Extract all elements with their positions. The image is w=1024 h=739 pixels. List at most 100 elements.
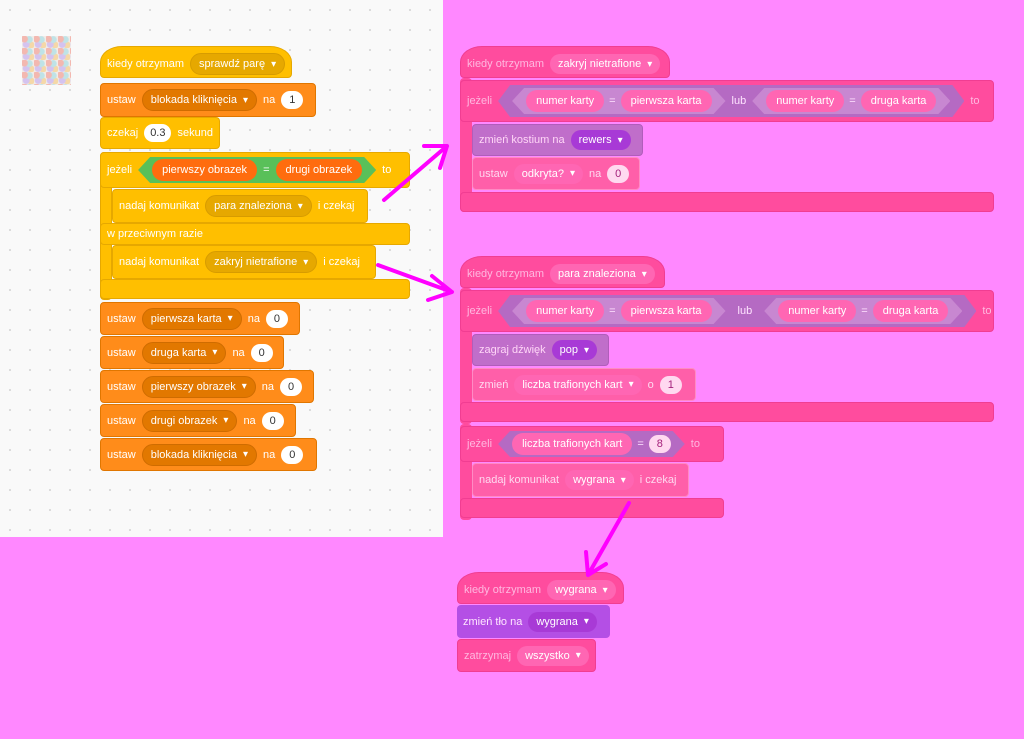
value-input[interactable]: 0 bbox=[265, 309, 288, 328]
equals-sign: = bbox=[861, 305, 868, 317]
operand-right[interactable]: drugi obrazek bbox=[276, 159, 363, 181]
set-variable-block[interactable]: ustaw druga karta na 0 bbox=[100, 336, 284, 369]
equals-operator[interactable]: numer karty = druga karta bbox=[752, 88, 950, 114]
variable-dropdown[interactable]: pierwszy obrazek bbox=[141, 375, 256, 398]
operand-right[interactable]: pierwsza karta bbox=[621, 90, 712, 112]
operand-right[interactable]: 8 bbox=[649, 435, 671, 453]
if-block[interactable]: jeżeli liczba trafionych kart = 8 to bbox=[460, 426, 724, 462]
broadcast-label: nadaj komunikat bbox=[119, 200, 200, 212]
set-variable-block[interactable]: ustaw drugi obrazek na 0 bbox=[100, 404, 296, 437]
then-label: to bbox=[690, 438, 700, 450]
to-label: na bbox=[263, 448, 276, 461]
equals-operator[interactable]: numer karty = pierwsza karta bbox=[512, 88, 725, 114]
variable-dropdown[interactable]: drugi obrazek bbox=[141, 409, 238, 432]
equals-operator[interactable]: pierwszy obrazek = drugi obrazek bbox=[138, 157, 376, 183]
broadcast-label: nadaj komunikat bbox=[479, 474, 560, 486]
when-i-receive-hat[interactable]: kiedy otrzymam wygrana bbox=[457, 572, 624, 604]
operand-left[interactable]: numer karty bbox=[526, 90, 604, 112]
equals-operator[interactable]: numer karty = druga karta bbox=[764, 298, 962, 324]
set-variable-block[interactable]: ustaw blokada kliknięcia na 0 bbox=[100, 438, 317, 471]
broadcast-label: nadaj komunikat bbox=[119, 256, 200, 268]
wait-block[interactable]: czekaj 0.3 sekund bbox=[100, 117, 220, 149]
message-dropdown[interactable]: para znaleziona bbox=[205, 195, 312, 217]
if-block-foot bbox=[460, 192, 994, 212]
sound-dropdown[interactable]: pop bbox=[551, 340, 598, 360]
to-label: na bbox=[247, 312, 260, 325]
variable-dropdown[interactable]: druga karta bbox=[141, 341, 227, 364]
operand-right[interactable]: druga karta bbox=[873, 300, 949, 322]
switch-costume-block[interactable]: zmień kostium na rewers bbox=[472, 124, 643, 156]
set-variable-block[interactable]: ustaw pierwszy obrazek na 0 bbox=[100, 370, 314, 403]
block-label: ustaw bbox=[479, 167, 508, 180]
message-dropdown[interactable]: zakryj nietrafione bbox=[205, 251, 318, 273]
value-input[interactable]: 0 bbox=[280, 377, 303, 396]
costume-dropdown[interactable]: rewers bbox=[570, 130, 631, 150]
set-variable-block[interactable]: ustaw blokada kliknięcia na 1 bbox=[100, 83, 316, 117]
if-label: jeżeli bbox=[467, 95, 493, 107]
or-operator[interactable]: numer karty = pierwsza karta lub numer k… bbox=[498, 295, 976, 327]
else-label: w przeciwnym razie bbox=[107, 228, 203, 240]
if-else-block[interactable]: jeżeli pierwszy obrazek = drugi obrazek … bbox=[100, 152, 410, 188]
seconds-label: sekund bbox=[177, 127, 213, 139]
sprite-thumbnail[interactable] bbox=[22, 36, 71, 85]
backdrop-dropdown[interactable]: wygrana bbox=[528, 611, 597, 632]
operand-left[interactable]: numer karty bbox=[526, 300, 604, 322]
operand-left[interactable]: liczba trafionych kart bbox=[512, 433, 632, 455]
set-variable-block[interactable]: ustaw odkryta? na 0 bbox=[472, 157, 640, 190]
and-wait-label: i czekaj bbox=[639, 474, 677, 486]
operand-right[interactable]: druga karta bbox=[861, 90, 937, 112]
if-block[interactable]: jeżeli numer karty = pierwsza karta lub … bbox=[460, 290, 994, 332]
message-dropdown[interactable]: para znaleziona bbox=[550, 264, 655, 284]
seconds-input[interactable]: 0.3 bbox=[144, 124, 172, 142]
switch-backdrop-block[interactable]: zmień tło na wygrana bbox=[457, 605, 610, 638]
message-dropdown[interactable]: wygrana bbox=[565, 470, 634, 490]
variable-dropdown[interactable]: blokada kliknięcia bbox=[141, 89, 257, 111]
stop-block[interactable]: zatrzymaj wszystko bbox=[457, 639, 596, 672]
operand-left[interactable]: numer karty bbox=[766, 90, 844, 112]
or-label: lub bbox=[731, 95, 747, 107]
operand-left[interactable]: pierwszy obrazek bbox=[152, 159, 257, 181]
equals-sign: = bbox=[637, 438, 644, 450]
value-input[interactable]: 0 bbox=[250, 343, 273, 362]
message-dropdown[interactable]: sprawdź parę bbox=[190, 53, 286, 75]
play-sound-block[interactable]: zagraj dźwięk pop bbox=[472, 334, 609, 366]
set-variable-block[interactable]: ustaw pierwsza karta na 0 bbox=[100, 302, 300, 335]
broadcast-and-wait-block[interactable]: nadaj komunikat wygrana i czekaj bbox=[472, 463, 689, 497]
operand-left[interactable]: numer karty bbox=[778, 300, 856, 322]
if-block[interactable]: jeżeli numer karty = pierwsza karta lub … bbox=[460, 80, 994, 122]
backdrop-label: zmień tło na bbox=[463, 615, 523, 628]
when-i-receive-hat[interactable]: kiedy otrzymam zakryj nietrafione bbox=[460, 46, 670, 78]
block-label: ustaw bbox=[107, 94, 136, 106]
message-dropdown[interactable]: wygrana bbox=[547, 580, 616, 600]
variable-dropdown[interactable]: liczba trafionych kart bbox=[514, 374, 642, 395]
then-label: to bbox=[382, 164, 392, 176]
variable-dropdown[interactable]: pierwsza karta bbox=[141, 307, 242, 330]
operand-right[interactable]: pierwsza karta bbox=[621, 300, 712, 322]
or-operator[interactable]: numer karty = pierwsza karta lub numer k… bbox=[498, 85, 964, 117]
to-label: na bbox=[243, 414, 256, 427]
block-label: ustaw bbox=[107, 414, 136, 427]
equals-sign: = bbox=[263, 164, 270, 176]
variable-dropdown[interactable]: odkryta? bbox=[513, 163, 583, 184]
value-input[interactable]: 1 bbox=[659, 375, 682, 394]
broadcast-and-wait-block[interactable]: nadaj komunikat para znaleziona i czekaj bbox=[112, 189, 368, 223]
hat-label: kiedy otrzymam bbox=[467, 268, 545, 280]
broadcast-and-wait-block[interactable]: nadaj komunikat zakryj nietrafione i cze… bbox=[112, 245, 376, 279]
block-label: ustaw bbox=[107, 312, 136, 325]
when-i-receive-hat[interactable]: kiedy otrzymam sprawdź parę bbox=[100, 46, 292, 78]
value-input[interactable]: 0 bbox=[261, 411, 284, 430]
message-dropdown[interactable]: zakryj nietrafione bbox=[550, 54, 661, 74]
value-input[interactable]: 0 bbox=[607, 164, 630, 183]
equals-operator[interactable]: liczba trafionych kart = 8 bbox=[498, 431, 685, 457]
stop-dropdown[interactable]: wszystko bbox=[517, 645, 589, 666]
variable-dropdown[interactable]: blokada kliknięcia bbox=[141, 443, 257, 466]
when-i-receive-hat[interactable]: kiedy otrzymam para znaleziona bbox=[460, 256, 665, 288]
block-label: ustaw bbox=[107, 448, 136, 461]
value-input[interactable]: 1 bbox=[281, 91, 304, 109]
to-label: na bbox=[263, 94, 276, 106]
value-input[interactable]: 0 bbox=[281, 445, 304, 464]
or-label: lub bbox=[737, 305, 753, 317]
equals-sign: = bbox=[849, 95, 856, 107]
equals-operator[interactable]: numer karty = pierwsza karta bbox=[512, 298, 725, 324]
change-variable-block[interactable]: zmień liczba trafionych kart o 1 bbox=[472, 368, 696, 401]
